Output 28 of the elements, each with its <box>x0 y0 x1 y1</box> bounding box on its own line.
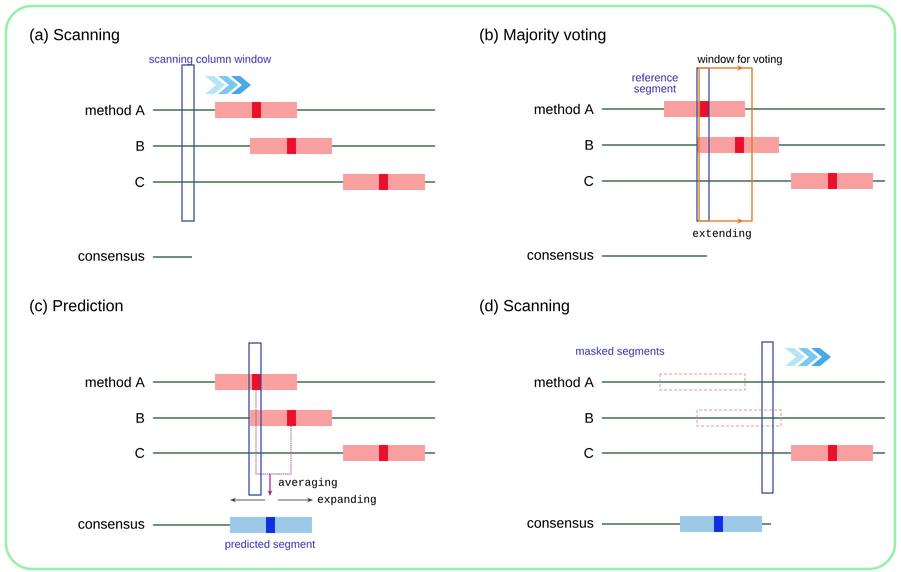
row-label: C <box>584 448 594 458</box>
title-text: (b) Majority voting <box>480 28 606 44</box>
row-label: C <box>135 177 144 187</box>
row-label: C <box>135 448 144 458</box>
row-label: consensus <box>527 520 594 528</box>
row-label: method A <box>86 376 145 388</box>
row-label: method A <box>86 104 145 116</box>
row-label: consensus <box>527 252 594 260</box>
row-label: C <box>584 176 594 186</box>
callout-text: window for voting <box>698 54 782 66</box>
row-label: B <box>586 413 594 423</box>
callout-text: scanning column window <box>149 54 272 66</box>
title-text: (a) Scanning <box>30 28 119 44</box>
callout-text: expanding <box>318 494 376 506</box>
title-text: (d) Scanning <box>480 300 569 314</box>
callout-text: averaging <box>278 478 337 488</box>
callout-text: reference segment <box>632 73 678 95</box>
row-label: B <box>586 140 594 150</box>
row-label: B <box>136 141 144 151</box>
row-label: consensus <box>78 253 144 261</box>
row-label: method A <box>534 376 594 388</box>
callout-text: masked segments <box>576 346 664 358</box>
row-label: method A <box>534 104 594 114</box>
callout-text: predicted segment <box>225 540 316 550</box>
title-text: (c) Prediction <box>30 300 122 314</box>
callout-text: extending <box>693 228 751 240</box>
row-label: consensus <box>78 521 144 529</box>
row-label: B <box>136 413 144 423</box>
